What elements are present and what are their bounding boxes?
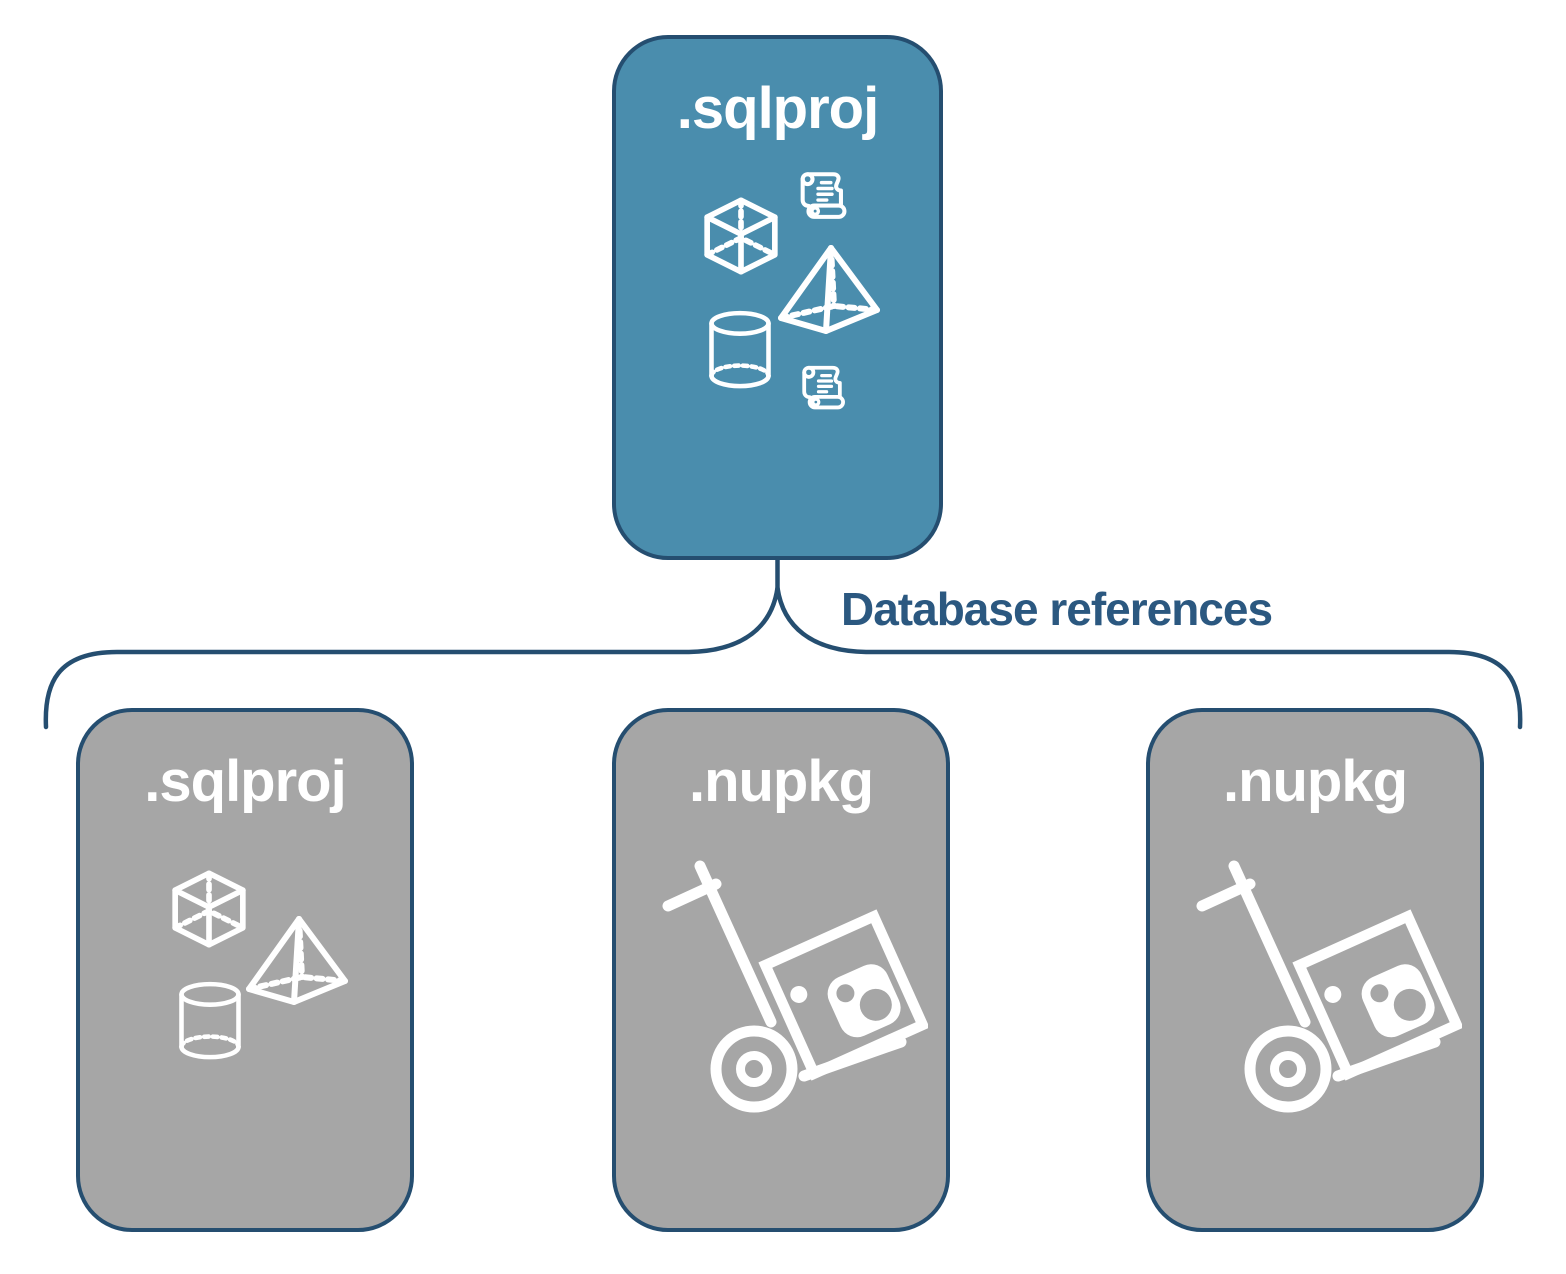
pyramid-icon [772,239,888,339]
cylinder-icon [702,307,778,393]
card-title: .nupkg [1222,749,1408,814]
card-title: .sqlproj [676,76,879,141]
card-nupkg-2: .nupkg [1146,708,1484,1232]
cube-icon [160,862,258,956]
cube-icon [692,189,790,283]
nuget-dolly-icon [662,858,928,1113]
connector-label: Database references [841,583,1273,635]
cylinder-icon [172,978,248,1064]
connector-brace [43,587,1523,730]
scroll-icon [796,167,854,225]
card-sqlproj-root: .sqlproj [612,35,943,560]
card-title: .nupkg [688,749,874,814]
card-nupkg-1: .nupkg [612,708,950,1232]
card-title: .sqlproj [144,749,346,814]
pyramid-icon [240,910,356,1010]
card-sqlproj-child: .sqlproj [76,708,414,1232]
scroll-icon [798,361,852,415]
nuget-dolly-icon [1196,858,1462,1113]
